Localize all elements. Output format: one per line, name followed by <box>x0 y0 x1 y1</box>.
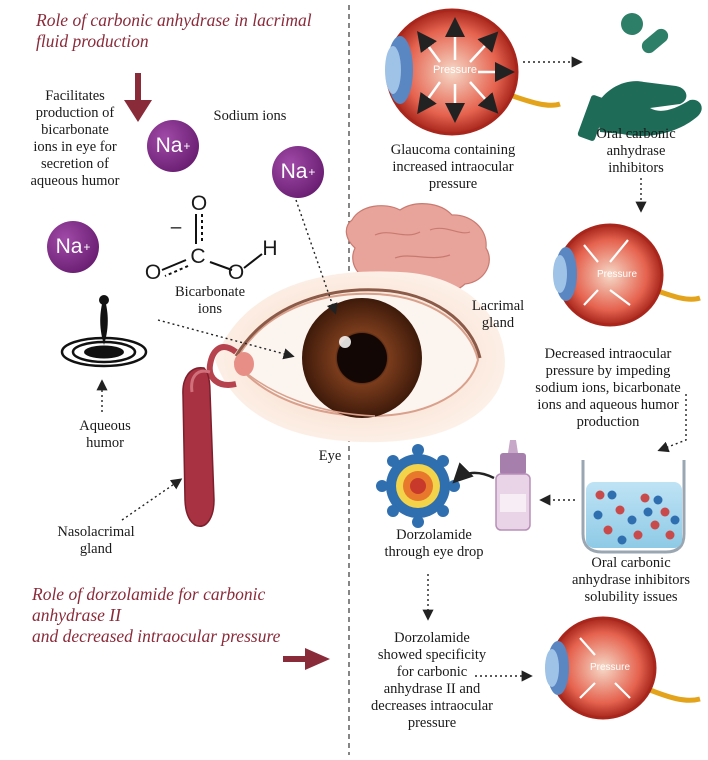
heading-dorzolamide: Role of dorzolamide for carbonic anhydra… <box>32 584 281 646</box>
main-eye-illustration <box>215 271 505 443</box>
oxygen-atom-left: O <box>144 261 162 284</box>
oxygen-atom-top: O <box>190 192 208 215</box>
left-connectors <box>96 199 338 521</box>
eye-label: Eye <box>318 448 342 464</box>
eye-drop-bottle-icon <box>495 440 531 531</box>
decreased-pressure-label: Decreased intraocular pressure by impedi… <box>535 346 681 430</box>
glaucoma-eye-icon <box>385 8 561 136</box>
sodium-ion-bubble: Na+ <box>147 120 199 172</box>
oxygen-atom-right: O <box>227 261 245 284</box>
lacrimal-gland-label: Lacrimal gland <box>471 298 525 331</box>
bicarbonate-molecule-bonds <box>161 214 263 277</box>
sodium-ions-label: Sodium ions <box>213 108 287 124</box>
bicarbonate-ions-label: Bicarbonate ions <box>174 284 246 317</box>
carbonic-anhydrase-enzyme-icon <box>376 444 460 528</box>
glaucoma-label: Glaucoma containing increased intraocula… <box>390 142 516 192</box>
dorzolamide-drop-label: Dorzolamide through eye drop <box>384 527 484 560</box>
aqueous-humor-drop-icon <box>60 295 148 368</box>
heading-right-arrow <box>283 648 330 670</box>
hydrogen-atom: H <box>262 237 278 260</box>
pressure-label-decreased: Pressure <box>596 269 637 280</box>
dorzolamide-specificity-label: Dorzolamide showed specificity for carbo… <box>371 630 493 731</box>
heading-down-arrow <box>124 73 152 122</box>
solubility-issues-label: Oral carbonic anhydrase inhibitors solub… <box>572 555 690 605</box>
negative-charge: – <box>170 217 182 238</box>
final-eye-icon <box>545 616 701 720</box>
oral-inhibitors-label: Oral carbonic anhydrase inhibitors <box>596 126 676 176</box>
right-connectors <box>422 56 687 682</box>
nasolacrimal-duct-icon <box>182 344 238 527</box>
nasolacrimal-gland-label: Nasolacrimal gland <box>57 524 135 557</box>
pressure-label-glaucoma: Pressure <box>432 64 478 76</box>
decreased-pressure-eye-icon <box>553 223 701 327</box>
carbon-atom: C <box>190 245 206 268</box>
pressure-label-final: Pressure <box>589 662 630 673</box>
sodium-ion-bubble: Na+ <box>272 146 324 198</box>
sodium-ion-bubble: Na+ <box>47 221 99 273</box>
hand-pills-icon <box>577 13 702 141</box>
aqueous-humor-label: Aqueous humor <box>79 418 131 451</box>
heading-carbonic-anhydrase: Role of carbonic anhydrase in lacrimal f… <box>36 10 312 51</box>
facilitates-text: Facilitates production of bicarbonate io… <box>30 88 120 189</box>
drop-to-enzyme-arrow <box>452 462 495 484</box>
beaker-solution-icon <box>581 460 686 554</box>
